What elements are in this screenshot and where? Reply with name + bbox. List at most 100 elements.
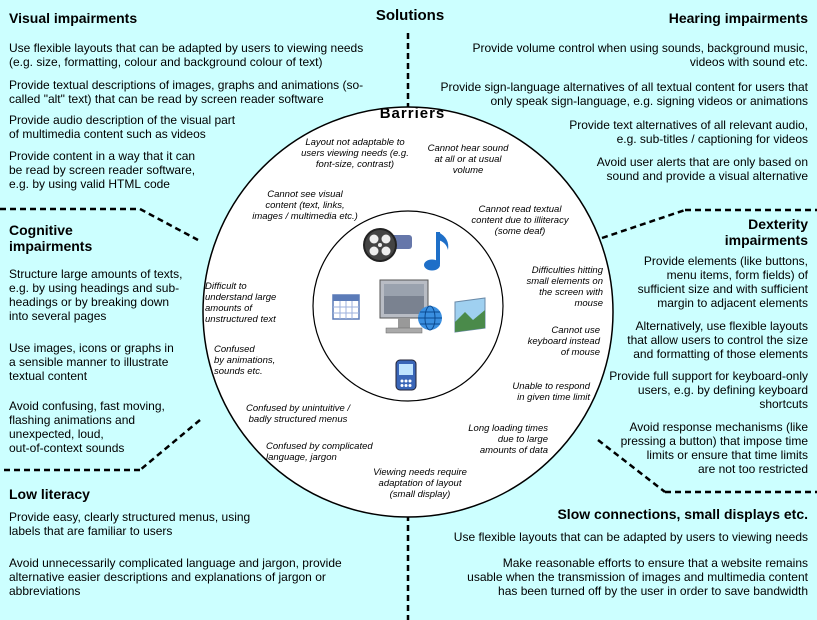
text-line: unexpected, loud, [9, 427, 104, 441]
text-line: Provide audio description of the visual … [9, 113, 236, 127]
barriers-title: Barriers [379, 105, 446, 122]
text-line: and formatting of those elements [633, 347, 808, 361]
text-line: Avoid unnecessarily complicated language… [9, 556, 342, 570]
text-line: menu items, form fields) of [666, 268, 808, 282]
barrier-time-limit: Unable to respond in given time limit [480, 381, 590, 403]
text-line: keyboard instead [527, 336, 600, 347]
text-line: font-size, contrast) [315, 159, 395, 170]
hearing-item-2: Provide sign-language alternatives of al… [388, 80, 808, 108]
text-line: be read by screen reader software, [9, 163, 196, 177]
hearing-item-4: Avoid user alerts that are only based on… [508, 155, 808, 183]
text-line: that allow users to control the size [627, 333, 808, 347]
separator-right-lower-diag [597, 439, 666, 493]
text-line: amounts of data [479, 445, 548, 456]
barrier-keyboard-only: Cannot use keyboard instead of mouse [508, 325, 600, 358]
text-line: unstructured text [205, 314, 276, 325]
text-line: Provide content in a way that it can [9, 149, 196, 163]
text-line: (small display) [389, 489, 451, 500]
text-line: Confused [214, 344, 255, 355]
text-line: e.g. by using headings and sub- [9, 281, 180, 295]
solutions-title: Solutions [375, 7, 445, 24]
text-line: Layout not adaptable to [305, 137, 405, 148]
text-line: language, jargon [266, 452, 337, 463]
dexterity-item-3: Provide full support for keyboard-only u… [578, 369, 808, 411]
text-line: Avoid response mechanisms (like [629, 420, 808, 434]
barrier-unstructured-text: Difficult to understand large amounts of… [205, 281, 315, 325]
visual-item-2: Provide textual descriptions of images, … [9, 78, 409, 106]
hearing-item-1: Provide volume control when using sounds… [408, 41, 808, 69]
text-line: at all or at usual [434, 154, 502, 165]
text-line: Viewing needs require [373, 467, 467, 478]
text-line: Difficulties hitting [531, 265, 603, 276]
text-line: sound and provide a visual alternative [606, 169, 808, 183]
text-line: Confused by unintuitive / [245, 403, 351, 414]
text-line: e.g. by using valid HTML code [9, 177, 170, 191]
hearing-item-3: Provide text alternatives of all relevan… [488, 118, 808, 146]
barrier-illiteracy: Cannot read textual content due to illit… [460, 204, 580, 237]
text-line: volume [452, 165, 484, 176]
text-line: Use images, icons or graphs in [9, 341, 174, 355]
text-line: by animations, [214, 355, 276, 366]
text-line: adaptation of layout [378, 478, 462, 489]
title-line: impairments [9, 238, 93, 254]
text-line: labels that are familiar to users [9, 524, 173, 538]
text-line: Long loading times [468, 423, 548, 434]
text-line: Alternatively, use flexible layouts [635, 319, 808, 333]
text-line: Provide elements (like buttons, [643, 254, 808, 268]
text-line: (e.g. size, formatting, colour and backg… [9, 55, 323, 69]
text-line: understand large [205, 292, 277, 303]
text-line: badly structured menus [248, 414, 348, 425]
barrier-cannot-hear: Cannot hear sound at all or at usual vol… [418, 143, 518, 176]
title-line: impairments [724, 232, 808, 248]
title-line: Cognitive [9, 222, 73, 238]
text-line: sufficient size and with sufficient [637, 282, 808, 296]
slow-item-2: Make reasonable efforts to ensure that a… [408, 556, 808, 598]
barrier-loading-times: Long loading times due to large amounts … [440, 423, 548, 456]
text-line: users viewing needs (e.g. [301, 148, 409, 159]
text-line: Cannot read textual [478, 204, 562, 215]
text-line: Provide full support for keyboard-only [609, 369, 808, 383]
cognitive-item-2: Use images, icons or graphs in a sensibl… [9, 341, 209, 383]
calendar-icon [332, 294, 360, 320]
text-line: Unable to respond [512, 381, 590, 392]
film-reel-icon [363, 228, 412, 262]
literacy-item-2: Avoid unnecessarily complicated language… [9, 556, 399, 598]
barrier-cannot-see: Cannot see visual content (text, links, … [240, 189, 370, 222]
text-line: of mouse [560, 347, 600, 358]
text-line: has been turned off by the user in order… [498, 584, 808, 598]
text-line: in given time limit [517, 392, 590, 403]
text-line: Difficult to [205, 281, 247, 292]
text-line: headings or by breaking down [9, 295, 170, 309]
cognitive-item-1: Structure large amounts of texts, e.g. b… [9, 267, 209, 323]
dexterity-item-2: Alternatively, use flexible layouts that… [578, 319, 808, 361]
text-line: Avoid user alerts that are only based on [596, 155, 808, 169]
visual-item-3: Provide audio description of the visual … [9, 113, 309, 141]
text-line: Provide text alternatives of all relevan… [569, 118, 808, 132]
dexterity-item-1: Provide elements (like buttons, menu ite… [588, 254, 808, 310]
hearing-impairments-title: Hearing impairments [668, 10, 808, 26]
literacy-item-1: Provide easy, clearly structured menus, … [9, 510, 309, 538]
handheld-device-icon [395, 359, 417, 391]
separator-left-upper-diag [139, 207, 199, 242]
text-line: Provide textual descriptions of images, … [9, 78, 364, 92]
text-line: the screen with [539, 287, 603, 298]
text-line: alternative easier descriptions and expl… [9, 570, 326, 584]
globe-icon [418, 305, 442, 331]
text-line: Cannot hear sound [427, 143, 509, 154]
text-line: Cannot see visual [267, 189, 343, 200]
slow-connections-title: Slow connections, small displays etc. [557, 506, 808, 522]
text-line: pressing a button) that impose time [620, 434, 808, 448]
text-line: Provide sign-language alternatives of al… [440, 80, 808, 94]
visual-impairments-title: Visual impairments [9, 10, 138, 26]
text-line: users, e.g. by defining keyboard [637, 383, 808, 397]
dexterity-item-4: Avoid response mechanisms (like pressing… [578, 420, 808, 476]
separator-right-upper-diag [601, 208, 686, 240]
text-line: Confused by complicated [266, 441, 373, 452]
text-line: due to large [497, 434, 548, 445]
music-note-icon [424, 232, 449, 271]
text-line: abbreviations [9, 584, 81, 598]
text-line: flashing animations and [9, 413, 136, 427]
text-line: content (text, links, [265, 200, 345, 211]
text-line: videos with sound etc. [689, 55, 808, 69]
text-line: Use flexible layouts that can be adapted… [453, 530, 808, 544]
